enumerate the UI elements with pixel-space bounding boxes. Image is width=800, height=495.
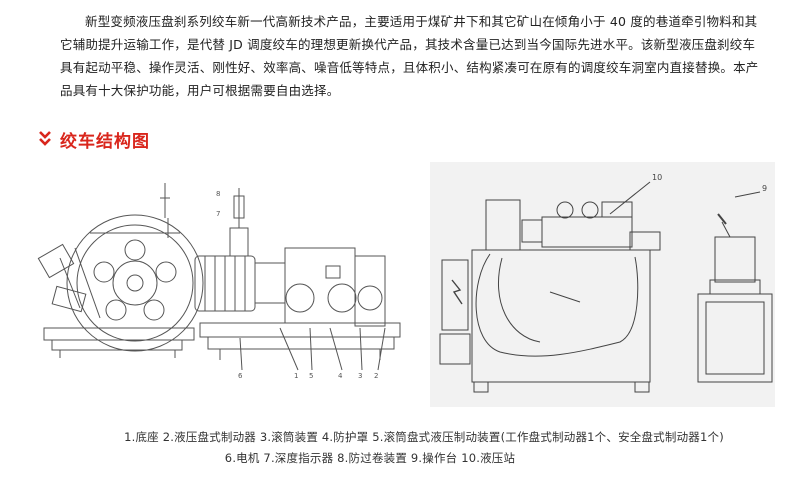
label-4: 4 [338,372,343,380]
section-title: 绞车结构图 [60,131,150,152]
intro-paragraph: 新型变频液压盘刹系列绞车新一代高新技术产品，主要适用于煤矿井下和其它矿山在倾角小… [60,14,759,98]
parts-legend-line-1: 1.底座 2.液压盘式制动器 3.滚筒装置 4.防护罩 5.滚筒盘式液压制动装置… [124,430,724,444]
winch-structure-diagram: 8 7 6 1 5 4 3 2 [37,183,401,380]
label-8: 8 [216,190,220,198]
double-chevron-down-icon [39,131,51,146]
label-1: 1 [294,372,298,380]
label-5: 5 [309,372,313,380]
winch-structure-drawing: 8 7 6 1 5 4 3 2 [30,178,420,383]
label-9: 9 [762,184,767,193]
label-2: 2 [374,372,378,380]
section-heading: 绞车结构图 [38,128,150,152]
parts-legend-line-2: 6.电机 7.深度指示器 8.防过卷装置 9.操作台 10.液压站 [224,451,516,465]
hydraulic-station-diagram: 10 9 [439,173,773,393]
label-3: 3 [358,372,362,380]
hydraulic-station-drawing: 10 9 [430,162,775,407]
label-10: 10 [652,173,662,182]
label-6: 6 [238,372,243,380]
label-7: 7 [216,210,220,218]
